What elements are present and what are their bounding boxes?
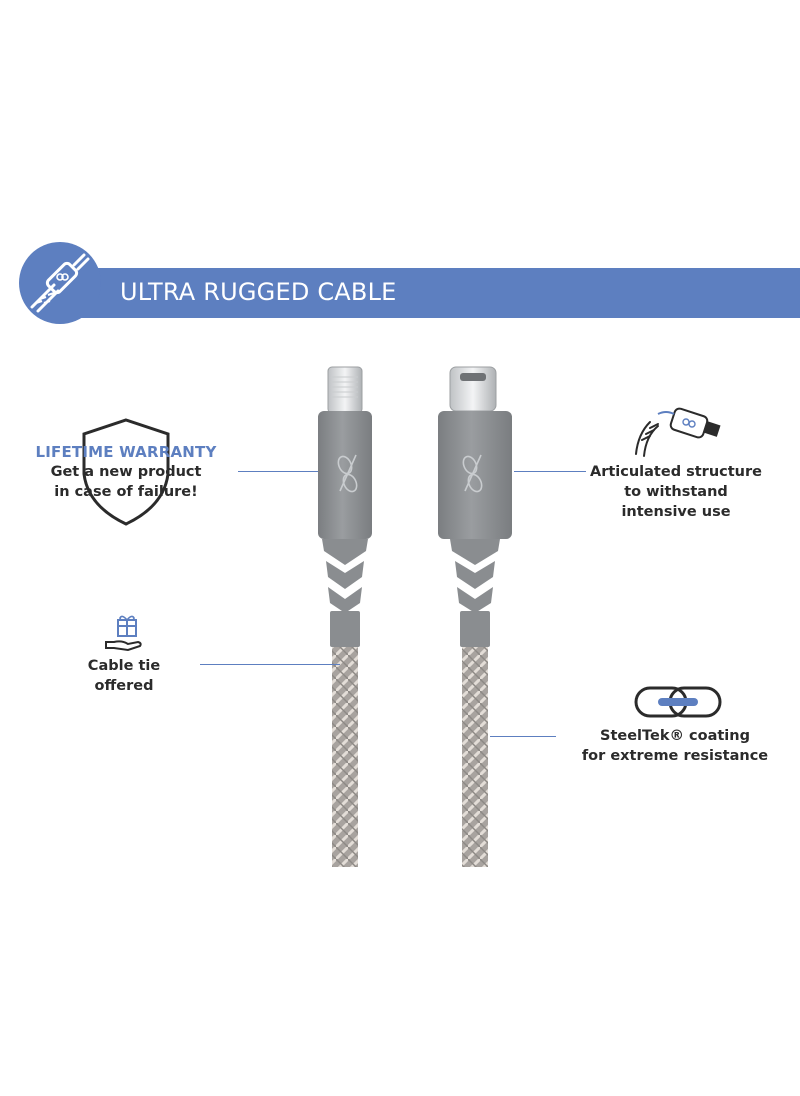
cable-tie-line-1: Cable tie xyxy=(87,658,161,674)
steeltek-caption: SteelTek® coating for extreme resistance xyxy=(576,726,774,766)
steeltek-line-1: SteelTek® coating xyxy=(600,728,750,744)
chain-link-icon xyxy=(634,686,722,718)
lightning-cable xyxy=(318,366,372,867)
articulated-leader-line xyxy=(514,471,586,472)
articulated-caption: Articulated structure to withstand inten… xyxy=(588,462,764,522)
articulated-line-3: intensive use xyxy=(621,504,731,520)
cable-tie-line-2: offered xyxy=(94,678,154,694)
warranty-leader-line xyxy=(238,471,318,472)
cable-tie-caption: Cable tie offered xyxy=(64,656,184,696)
warranty-line-1: Get a new product xyxy=(50,464,202,480)
banner-title: ULTRA RUGGED CABLE xyxy=(120,278,397,306)
warranty-caption: LIFETIME WARRANTY Get a new product in c… xyxy=(26,442,226,502)
cable-tie-leader-line xyxy=(200,664,340,665)
steeltek-leader-line xyxy=(490,736,556,737)
articulated-cable-icon xyxy=(635,407,721,457)
warranty-title: LIFETIME WARRANTY xyxy=(35,443,217,461)
banner-bar xyxy=(56,268,800,318)
title-banner: ULTRA RUGGED CABLE xyxy=(0,242,800,324)
warranty-line-2: in case of failure! xyxy=(54,484,198,500)
steeltek-line-2: for extreme resistance xyxy=(581,748,769,764)
cable-badge-icon xyxy=(19,242,101,324)
shield-icon xyxy=(82,418,170,526)
gift-hand-icon xyxy=(105,615,142,652)
articulated-line-1: Articulated structure xyxy=(589,464,762,480)
cable-illustration xyxy=(318,366,512,867)
usbc-cable xyxy=(438,366,512,867)
articulated-line-2: to withstand xyxy=(624,484,728,500)
